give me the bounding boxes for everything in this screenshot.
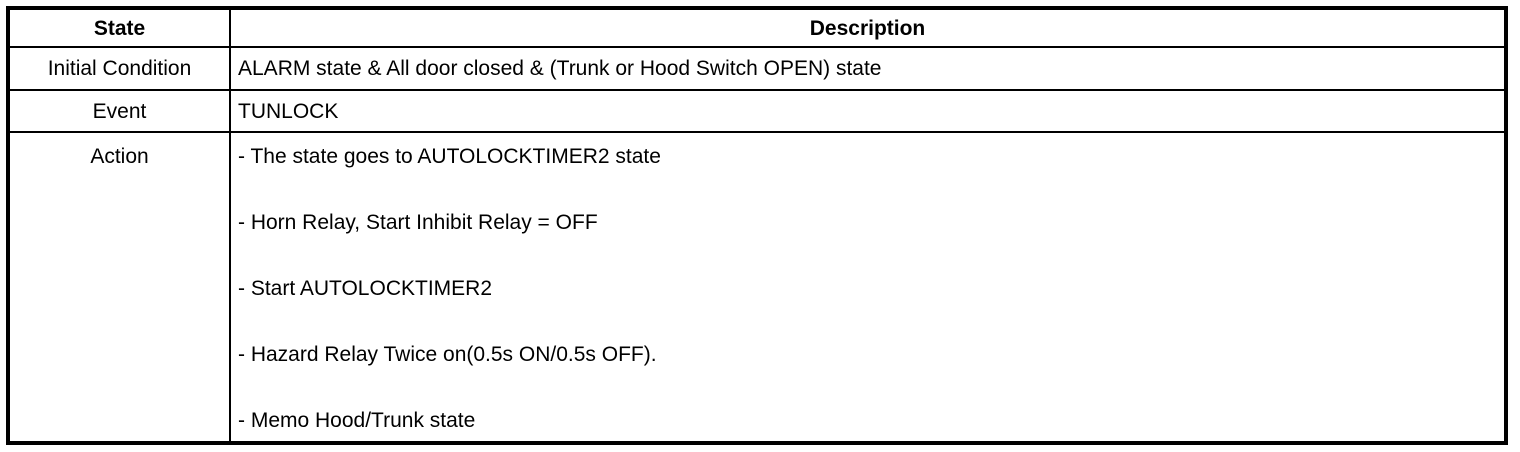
action-line: - Horn Relay, Start Inhibit Relay = OFF [238, 211, 598, 234]
table-header-row: State Description [7, 7, 1507, 48]
action-line: - Hazard Relay Twice on(0.5s ON/0.5s OFF… [238, 343, 657, 366]
state-description-table: State Description Initial Condition ALAR… [6, 6, 1508, 445]
table-row-action: Action - The state goes to AUTOLOCKTIMER… [7, 131, 1507, 444]
table-row-event: Event TUNLOCK [7, 89, 1507, 133]
column-header-state: State [7, 7, 231, 48]
action-line: - Memo Hood/Trunk state [238, 409, 476, 432]
column-header-description: Description [229, 7, 1507, 48]
action-line: - Start AUTOLOCKTIMER2 [238, 277, 492, 300]
event-description: TUNLOCK [229, 89, 1507, 133]
action-line: - The state goes to AUTOLOCKTIMER2 state [238, 145, 661, 168]
event-label: Event [7, 89, 231, 133]
action-label: Action [7, 131, 231, 444]
table-row-initial-condition: Initial Condition ALARM state & All door… [7, 46, 1507, 91]
initial-condition-label: Initial Condition [7, 46, 231, 91]
action-description: - The state goes to AUTOLOCKTIMER2 state… [229, 131, 1507, 444]
initial-condition-description: ALARM state & All door closed & (Trunk o… [229, 46, 1507, 91]
